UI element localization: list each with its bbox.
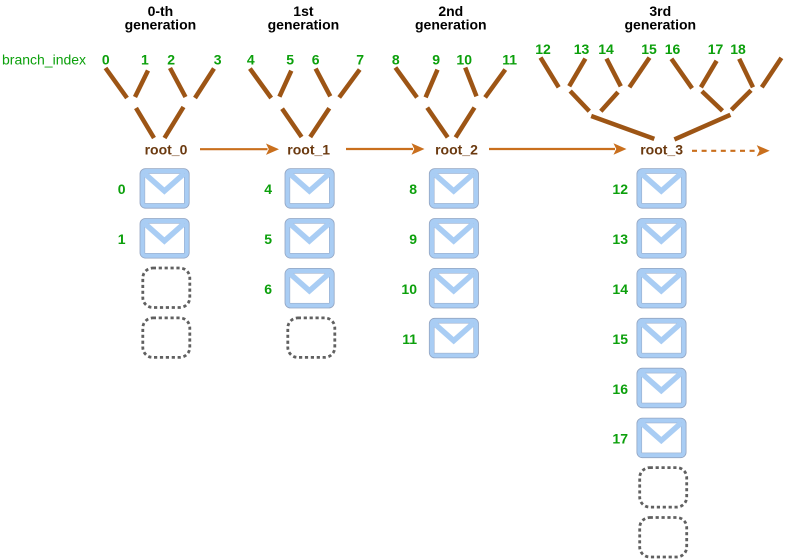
svg-text:root_2: root_2	[435, 142, 478, 158]
svg-text:root_3: root_3	[640, 142, 683, 158]
svg-text:8: 8	[392, 51, 400, 67]
svg-text:generation: generation	[415, 17, 487, 33]
svg-text:18: 18	[730, 41, 746, 57]
svg-text:2nd: 2nd	[438, 3, 463, 19]
svg-text:generation: generation	[268, 17, 340, 33]
svg-text:branch_index: branch_index	[2, 52, 86, 68]
svg-text:13: 13	[612, 231, 628, 247]
svg-text:3rd: 3rd	[649, 3, 671, 19]
svg-text:9: 9	[409, 231, 417, 247]
svg-text:16: 16	[665, 41, 681, 57]
svg-text:11: 11	[502, 51, 517, 67]
svg-text:14: 14	[598, 41, 614, 57]
svg-text:10: 10	[456, 51, 472, 67]
svg-text:0: 0	[118, 181, 126, 197]
svg-text:6: 6	[312, 51, 320, 67]
svg-text:15: 15	[612, 331, 628, 347]
svg-text:12: 12	[535, 41, 551, 57]
svg-text:2: 2	[167, 51, 175, 67]
svg-text:16: 16	[612, 381, 628, 397]
svg-text:1st: 1st	[293, 3, 314, 19]
svg-text:5: 5	[286, 51, 294, 67]
svg-text:1: 1	[118, 231, 126, 247]
svg-text:10: 10	[401, 281, 417, 297]
svg-text:0-th: 0-th	[148, 3, 174, 19]
svg-text:8: 8	[409, 181, 417, 197]
svg-text:15: 15	[641, 41, 657, 57]
svg-text:7: 7	[356, 51, 364, 67]
svg-text:root_1: root_1	[287, 142, 330, 158]
svg-text:11: 11	[402, 331, 417, 347]
svg-text:4: 4	[264, 181, 272, 197]
svg-text:13: 13	[574, 41, 590, 57]
svg-text:17: 17	[612, 431, 628, 447]
svg-text:17: 17	[708, 41, 724, 57]
svg-text:5: 5	[264, 231, 272, 247]
svg-text:9: 9	[432, 51, 440, 67]
svg-text:1: 1	[141, 51, 149, 67]
svg-text:generation: generation	[125, 17, 197, 33]
svg-text:6: 6	[264, 281, 272, 297]
svg-text:3: 3	[214, 51, 222, 67]
svg-text:generation: generation	[625, 17, 697, 33]
svg-text:0: 0	[102, 51, 110, 67]
svg-text:4: 4	[247, 51, 255, 67]
svg-text:12: 12	[612, 181, 628, 197]
svg-text:root_0: root_0	[145, 142, 188, 158]
svg-text:14: 14	[612, 281, 628, 297]
